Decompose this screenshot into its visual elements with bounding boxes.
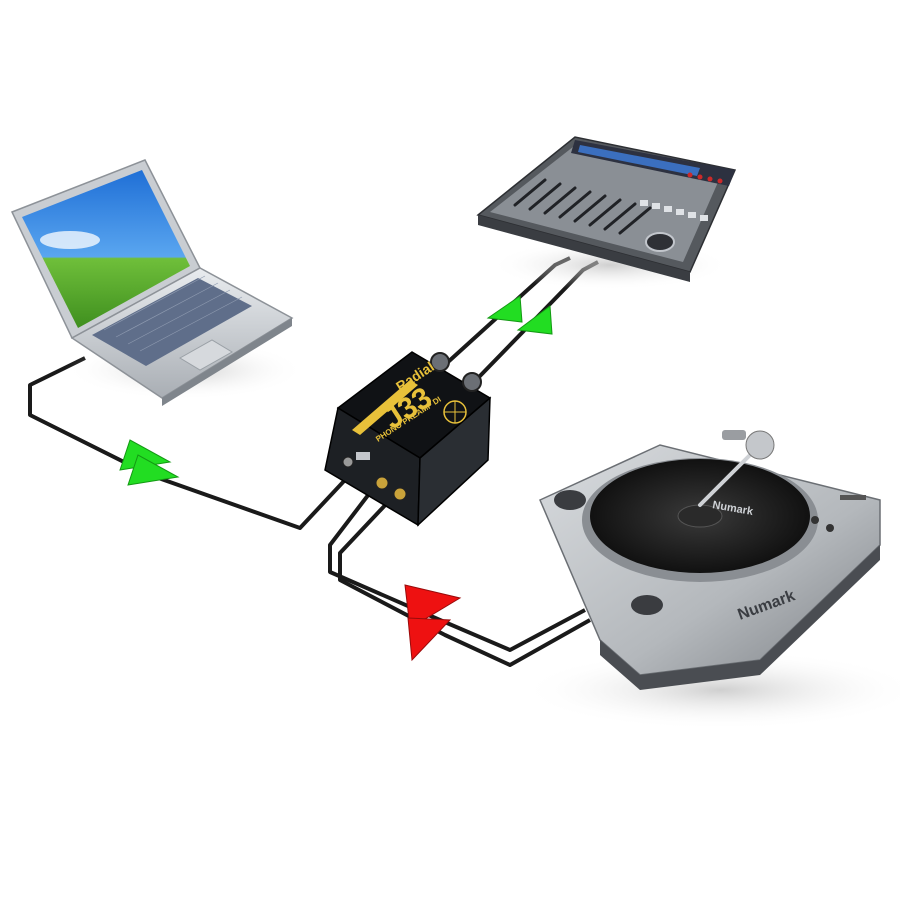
green-arrow-to-laptop (119, 439, 180, 486)
cable-turntable-to-preamp-1 (328, 488, 586, 652)
signal-arrows (119, 295, 553, 662)
numark-turntable-icon: Numark Numark (520, 430, 900, 730)
cable-turntable-to-preamp-2 (338, 498, 591, 667)
red-arrow-from-turntable (404, 584, 462, 662)
cable-preamp-to-laptop (28, 356, 347, 530)
radial-j33-preamp: Radial J33 PHONO PREAMP DI (324, 351, 492, 527)
laptop-icon (10, 159, 305, 406)
green-arrow-to-mixer (486, 295, 553, 335)
mixer-control-surface-icon (476, 136, 737, 290)
